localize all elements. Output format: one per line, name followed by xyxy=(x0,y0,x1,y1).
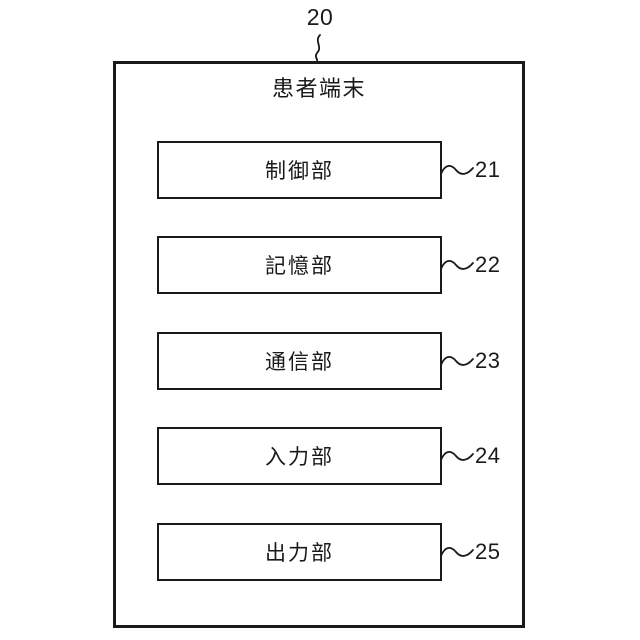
leader-squiggle xyxy=(440,165,474,175)
block-control: 制御部 21 xyxy=(157,141,557,199)
block-output: 出力部 25 xyxy=(157,523,557,581)
leader-squiggle-top xyxy=(314,34,321,62)
ref-number-24: 24 xyxy=(475,443,501,468)
block-storage: 記憶部 22 xyxy=(157,236,557,294)
leader-squiggle xyxy=(440,451,474,461)
output-label: 出力部 xyxy=(265,542,334,565)
input-box: 入力部 xyxy=(157,427,442,485)
block-input: 入力部 24 xyxy=(157,427,557,485)
output-box: 出力部 xyxy=(157,523,442,581)
control-box: 制御部 xyxy=(157,141,442,199)
ref-number-23: 23 xyxy=(475,348,501,373)
ref-number-21: 21 xyxy=(475,157,501,182)
storage-label: 記憶部 xyxy=(265,255,334,278)
ref-number-22: 22 xyxy=(475,252,501,277)
figure-ref-number: 20 xyxy=(306,4,334,30)
control-label: 制御部 xyxy=(265,160,334,183)
leader-squiggle xyxy=(440,260,474,270)
leader-squiggle xyxy=(440,356,474,366)
input-label: 入力部 xyxy=(265,446,334,469)
leader-squiggle xyxy=(440,547,474,557)
patient-terminal-title: 患者端末 xyxy=(271,76,366,101)
ref-number-25: 25 xyxy=(475,539,501,564)
block-communication: 通信部 23 xyxy=(157,332,557,390)
communication-box: 通信部 xyxy=(157,332,442,390)
storage-box: 記憶部 xyxy=(157,236,442,294)
communication-label: 通信部 xyxy=(265,351,334,374)
